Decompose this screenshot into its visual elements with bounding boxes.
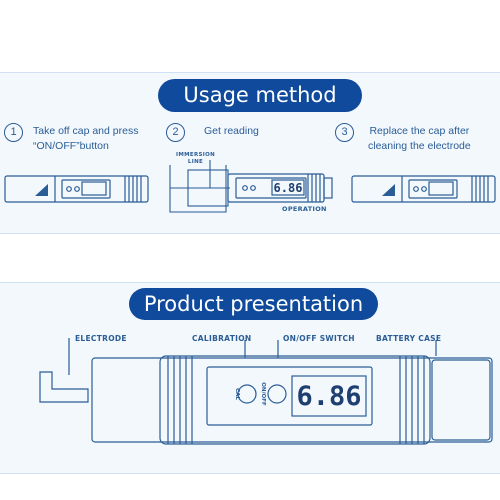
left-ridges [167, 356, 193, 444]
cal-button-label: CAL [234, 388, 240, 400]
usage-title: Usage method [158, 79, 362, 112]
step-3-line-2: cleaning the electrode [368, 140, 471, 152]
pen-body [91, 357, 493, 443]
step-3-line-1: Replace the cap after [369, 125, 470, 137]
pen-grip [159, 355, 431, 445]
onoff-switch-label: ON/OFF SWITCH [283, 334, 355, 343]
product-title: Product presentation [129, 288, 378, 320]
step-1-text: Take off cap and press “ON/OFF”button [33, 124, 138, 154]
step-2-reading: 6.86 [274, 181, 303, 195]
electrode-label: ELECTRODE [75, 334, 127, 343]
operation-label: OPERATION [282, 205, 327, 213]
battery-case-label: BATTERY CASE [376, 334, 442, 343]
step-2-pen [227, 173, 333, 203]
immersion-label-line-1: IMMERSION [176, 152, 215, 158]
step-3-text: Replace the cap after cleaning the elect… [368, 124, 471, 154]
step-2-beaker [169, 160, 230, 213]
control-panel [206, 366, 373, 426]
right-ridges [399, 356, 425, 444]
step-1-line-1: Take off cap and press [33, 125, 139, 137]
calibration-label: CALIBRATION [192, 334, 252, 343]
step-2-number: 2 [166, 123, 185, 142]
onoff-button-label: ON/OFF [260, 382, 266, 406]
electrode-tip [39, 371, 89, 403]
lcd-screen [291, 375, 367, 417]
calibration-button [237, 384, 257, 404]
step-3-number: 3 [335, 123, 354, 142]
battery-case [431, 359, 491, 441]
step-2-text: Get reading [204, 125, 259, 137]
step-1-pen [4, 175, 149, 203]
immersion-line-label: IMMERSION LINE [176, 152, 215, 166]
step-1-line-2: “ON/OFF”button [33, 140, 109, 152]
product-reading: 6.86 [296, 381, 361, 412]
immersion-label-line-2: LINE [187, 159, 204, 165]
step-1-number: 1 [4, 123, 23, 142]
step-3-pen [351, 175, 496, 203]
onoff-button [267, 384, 287, 404]
